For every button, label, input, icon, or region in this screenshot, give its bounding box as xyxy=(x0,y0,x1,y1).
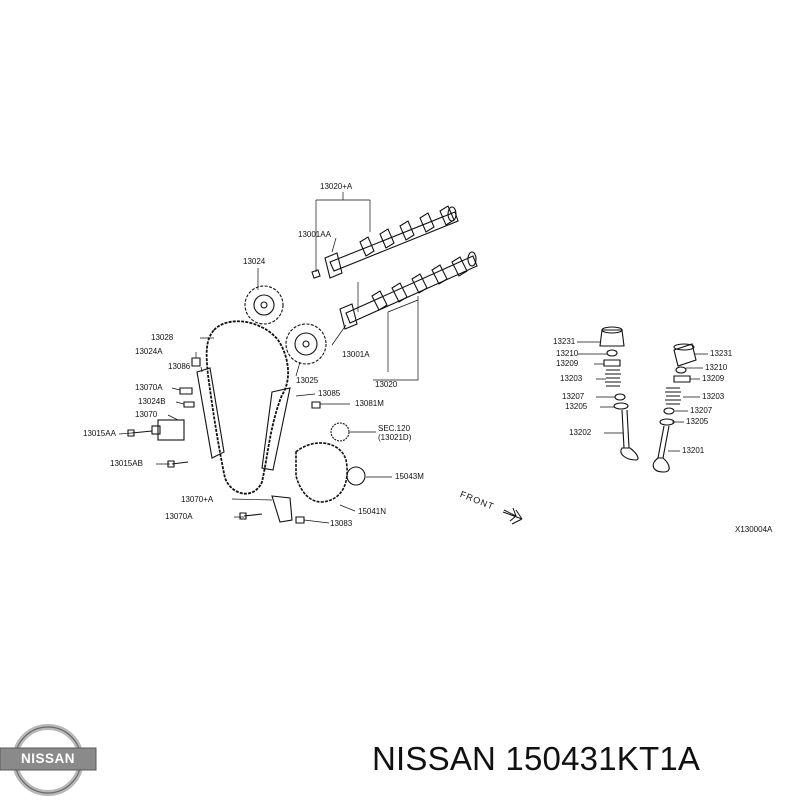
part-label-13015AB: 13015AB xyxy=(110,459,143,468)
part-label-13203-left: 13203 xyxy=(560,374,583,383)
sprocket-upper xyxy=(244,285,284,325)
chain-tensioner xyxy=(151,419,185,441)
part-label-13210-left: 13210 xyxy=(556,349,579,358)
diagram-code: X130004A xyxy=(735,525,773,534)
part-label-13024: 13024 xyxy=(243,257,266,266)
leader-lines-valve-right xyxy=(668,353,708,452)
part-label-13070pA: 13070+A xyxy=(181,495,214,504)
part-label-13083: 13083 xyxy=(330,519,353,528)
camshaft-lower xyxy=(339,251,478,330)
part-label-13201: 13201 xyxy=(682,446,705,455)
timing-chain-primary xyxy=(205,320,289,495)
valve-assembly-left xyxy=(599,326,639,461)
part-label-13207-left: 13207 xyxy=(562,392,585,401)
part-label-13015AA: 13015AA xyxy=(83,429,116,438)
part-label-13202: 13202 xyxy=(569,428,592,437)
part-label-13020: 13020 xyxy=(375,380,398,389)
sprocket-lower xyxy=(285,323,327,365)
front-arrow xyxy=(502,507,523,525)
idler-sprocket xyxy=(330,422,350,442)
lower-tensioner xyxy=(271,495,293,523)
timing-chain-secondary xyxy=(295,442,348,503)
part-label-13020A: 13020+A xyxy=(320,182,353,191)
part-label-13081M: 13081M xyxy=(355,399,384,408)
leader-lines-valve-left xyxy=(577,341,623,434)
part-label-13210-right: 13210 xyxy=(705,363,728,372)
part-number-caption: NISSAN 150431KT1A xyxy=(372,740,701,777)
part-label-13025: 13025 xyxy=(296,376,319,385)
part-label-13001AA: 13001AA xyxy=(298,230,331,239)
part-label-15041N: 15041N xyxy=(358,507,387,516)
part-label-13231-left: 13231 xyxy=(553,337,576,346)
part-label-13207-right: 13207 xyxy=(690,406,713,415)
part-label-15043M: 15043M xyxy=(395,472,424,481)
part-label-13205-left: 13205 xyxy=(565,402,588,411)
chain-guide-left xyxy=(196,367,225,459)
camshaft-upper xyxy=(324,205,459,279)
part-label-13024A: 13024A xyxy=(135,347,163,356)
part-label-13231-right: 13231 xyxy=(710,349,733,358)
part-label-13209-left: 13209 xyxy=(556,359,579,368)
part-label-13070: 13070 xyxy=(135,410,158,419)
part-label-13070A-lower: 13070A xyxy=(165,512,193,521)
crank-sprocket xyxy=(346,466,366,486)
part-label-13086: 13086 xyxy=(168,362,191,371)
part-label-13205-right: 13205 xyxy=(686,417,709,426)
chain-guide-right xyxy=(261,387,291,471)
part-label-13070A: 13070A xyxy=(135,383,163,392)
part-label-13001A: 13001A xyxy=(342,350,370,359)
part-label-13203-right: 13203 xyxy=(702,392,725,401)
part-label-13028: 13028 xyxy=(151,333,174,342)
part-label-sec120: SEC.120 xyxy=(378,424,411,433)
valve-assembly-right xyxy=(652,343,697,473)
leader-lines-left xyxy=(118,192,419,524)
nissan-logo xyxy=(0,724,97,796)
part-label-13209-right: 13209 xyxy=(702,374,725,383)
part-label-13085: 13085 xyxy=(318,389,341,398)
part-label-13024B: 13024B xyxy=(138,397,166,406)
nissan-logo-text: NISSAN xyxy=(20,751,75,766)
part-label-13021D: (13021D) xyxy=(378,433,412,442)
